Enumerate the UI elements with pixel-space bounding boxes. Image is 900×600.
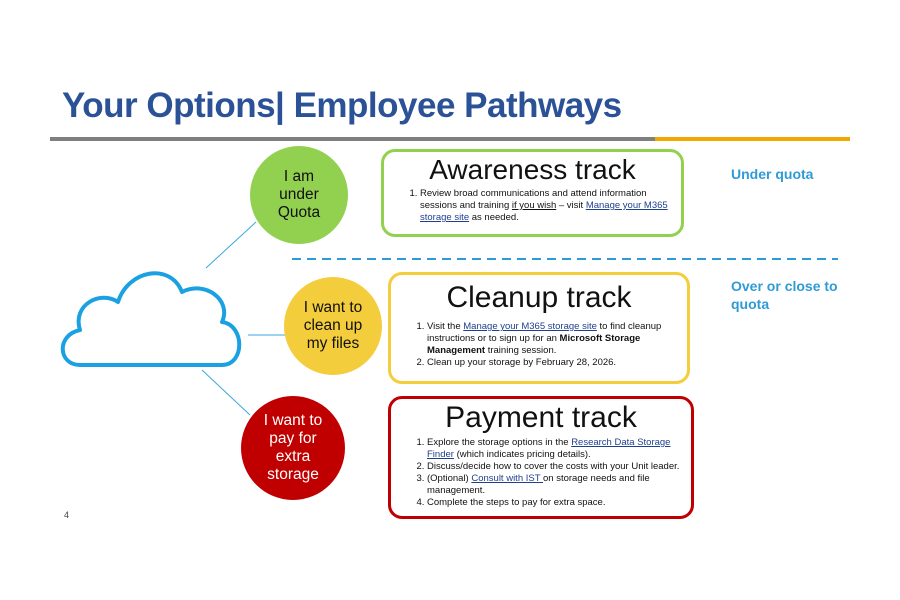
circle-cleanup: I want to clean up my files (284, 277, 382, 375)
awareness-heading: Awareness track (429, 154, 636, 185)
circle-label: I want to clean up my files (303, 299, 363, 352)
list-item: Explore the storage options in the Resea… (427, 437, 681, 461)
list-item: Visit the Manage your M365 storage site … (427, 321, 677, 357)
under-quota-label: Under quota (731, 166, 814, 182)
consult-ist-link[interactable]: Consult with IST (471, 473, 543, 484)
connector-line-bottom (201, 369, 251, 416)
cleanup-track-box: Cleanup track Visit the Manage your M365… (388, 272, 690, 384)
list-item: Review broad communications and attend i… (420, 188, 671, 224)
manage-m365-link[interactable]: Manage your M365 storage site (420, 200, 668, 223)
circle-under-quota: I am under Quota (250, 146, 348, 244)
storage-finder-link[interactable]: Research Data Storage Finder (427, 437, 671, 460)
circle-label: I am under Quota (277, 168, 321, 221)
slide-title: Your Options| Employee Pathways (62, 86, 622, 125)
circle-pay: I want to pay for extra storage (241, 396, 345, 500)
page-number: 4 (64, 510, 70, 520)
manage-m365-link[interactable]: Manage your M365 storage site (463, 321, 597, 332)
cloud-icon (60, 271, 242, 367)
cleanup-heading: Cleanup track (446, 281, 632, 314)
payment-heading: Payment track (445, 401, 637, 434)
title-rule-gray (50, 137, 655, 141)
payment-track-box: Payment track Explore the storage option… (388, 396, 694, 519)
list-item: Discuss/decide how to cover the costs wi… (427, 461, 681, 473)
circle-label: I want to pay for extra storage (263, 412, 323, 483)
list-item: Clean up your storage by February 28, 20… (427, 357, 677, 369)
awareness-track-box: Awareness track Review broad communicati… (381, 149, 684, 237)
list-item: (Optional) Consult with IST on storage n… (427, 473, 681, 497)
title-rule-gold (655, 137, 850, 141)
over-quota-label: Over or close to quota (731, 278, 838, 312)
list-item: Complete the steps to pay for extra spac… (427, 497, 681, 509)
connector-line-top (205, 221, 257, 269)
